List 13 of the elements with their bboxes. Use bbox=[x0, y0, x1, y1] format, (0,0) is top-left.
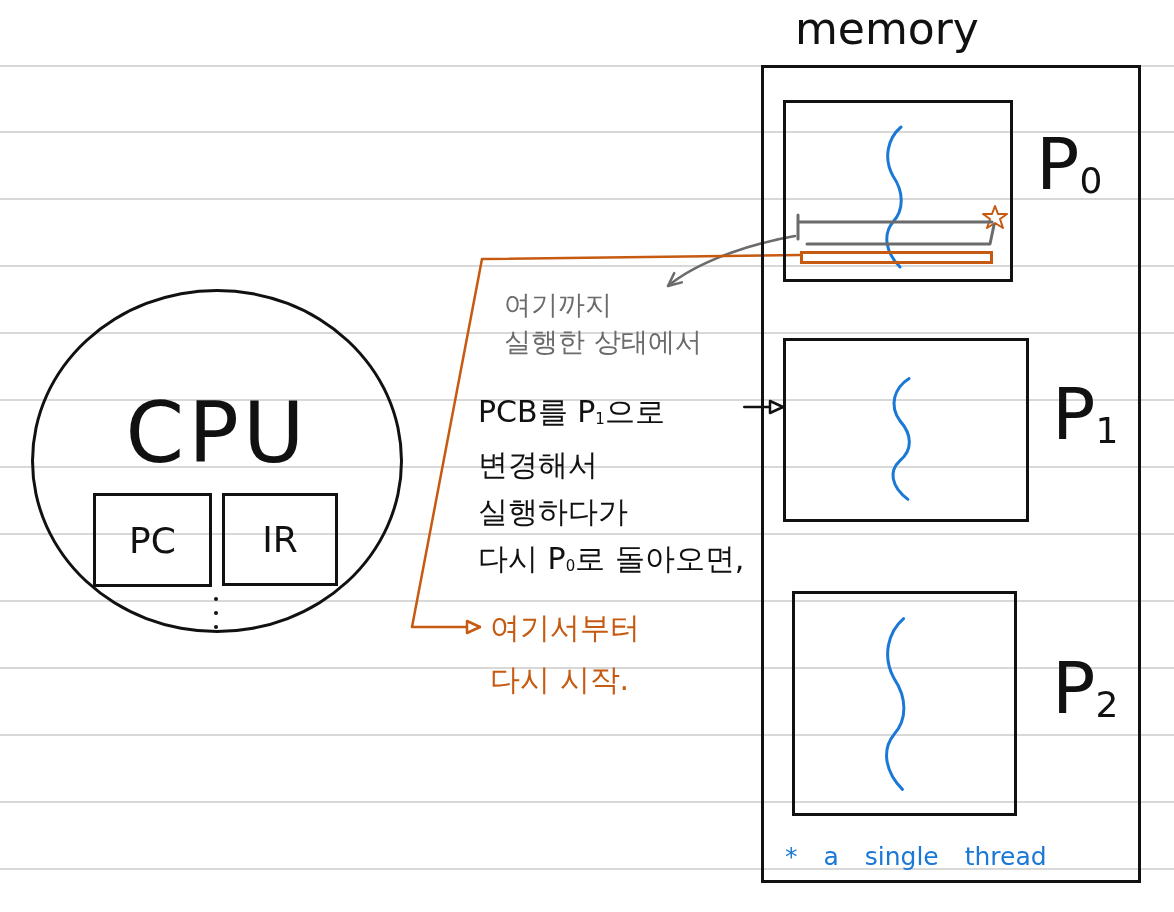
register-box: PC bbox=[93, 493, 212, 587]
arrow bbox=[410, 253, 802, 635]
note-text: PCB를 P$_{1}$으로 변경해서 실행하다가 다시 P$_{0}$로 돌아오면, bbox=[468, 388, 745, 588]
memory-heading: memory bbox=[795, 3, 979, 56]
arrow bbox=[743, 399, 785, 415]
note-text: 여기까지 실행한 상태에서 bbox=[490, 286, 702, 360]
cpu-circle bbox=[31, 289, 403, 633]
restart-bar bbox=[800, 251, 993, 264]
footnote-text: * a single thread bbox=[785, 842, 1047, 872]
arrow bbox=[666, 234, 797, 288]
note-text: 여기서부터 다시 시작. bbox=[480, 602, 640, 706]
register-box: IR bbox=[222, 493, 338, 586]
cpu-label: CPU bbox=[125, 383, 309, 484]
